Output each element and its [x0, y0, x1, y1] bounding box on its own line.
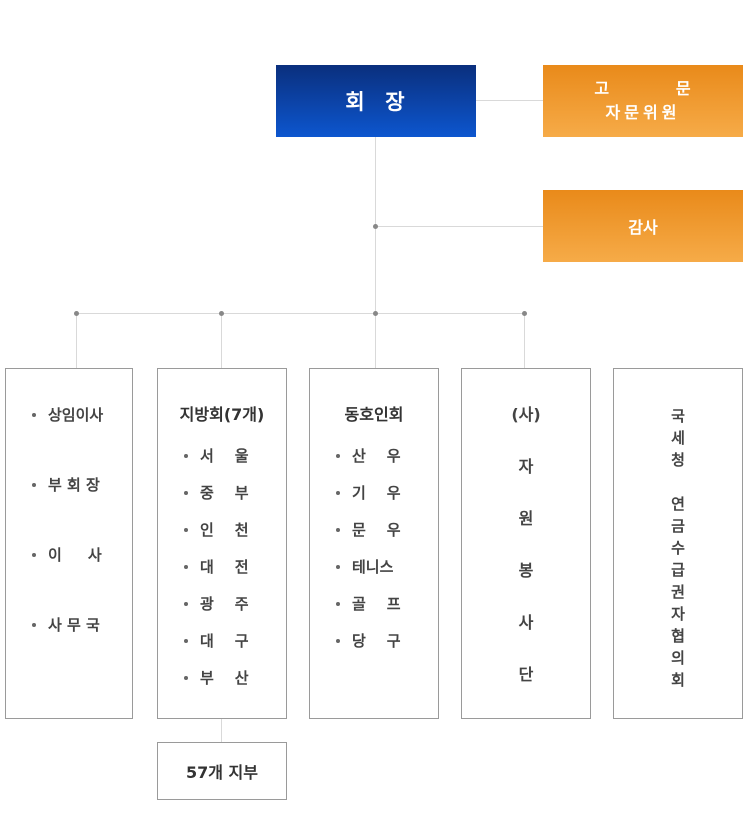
- volunteer-char: 자: [518, 457, 534, 476]
- president-box: 회 장: [276, 65, 476, 137]
- branch-box: 57개 지부: [157, 742, 287, 800]
- clubs-item: 골 프: [336, 594, 438, 614]
- pension-char: 금: [671, 517, 685, 535]
- advisory-label-line2: 자문위원: [605, 103, 681, 122]
- standing-list: 상임이사 부 회 장 이 사 사 무 국: [32, 405, 132, 635]
- clubs-title: 동호인회: [344, 405, 404, 424]
- clubs-item: 산 우: [336, 446, 438, 466]
- clubs-box: 동호인회 산 우 기 우 문 우 테니스 골 프 당 구: [309, 368, 439, 719]
- volunteer-box: (사) 자 원 봉 사 단: [461, 368, 591, 719]
- pension-char: 급: [671, 561, 685, 579]
- volunteer-char: (사): [511, 405, 541, 424]
- regional-box: 지방회(7개) 서 울 중 부 인 천 대 전 광 주 대 구 부 산: [157, 368, 287, 719]
- connector-drop-2: [221, 313, 222, 368]
- clubs-item: 당 구: [336, 631, 438, 651]
- junction-dot-2: [219, 311, 224, 316]
- branch-label: 57개 지부: [186, 763, 258, 782]
- connector-drop-4: [524, 313, 525, 368]
- standing-box: 상임이사 부 회 장 이 사 사 무 국: [5, 368, 133, 719]
- volunteer-char: 사: [518, 613, 534, 632]
- auditor-box: 감사: [543, 190, 743, 262]
- auditor-label: 감사: [628, 218, 658, 237]
- clubs-item: 테니스: [336, 557, 438, 577]
- regional-list: 서 울 중 부 인 천 대 전 광 주 대 구 부 산: [184, 446, 286, 688]
- volunteer-vertical-text: (사) 자 원 봉 사 단: [462, 405, 590, 685]
- regional-item: 인 천: [184, 520, 286, 540]
- connector-drop-1: [76, 313, 77, 368]
- junction-dot-3: [373, 311, 378, 316]
- connector-trunk: [375, 137, 376, 368]
- pension-char: 협: [671, 627, 685, 645]
- connector-branch: [221, 719, 222, 742]
- regional-item: 중 부: [184, 483, 286, 503]
- pension-char: 청: [671, 451, 685, 469]
- clubs-item: 문 우: [336, 520, 438, 540]
- regional-title: 지방회(7개): [179, 405, 265, 424]
- connector-horizontal-bus: [76, 313, 525, 314]
- volunteer-char: 봉: [518, 561, 534, 580]
- junction-dot-4: [522, 311, 527, 316]
- pension-box: 국 세 청 연 금 수 급 권 자 협 의 회: [613, 368, 743, 719]
- clubs-list: 산 우 기 우 문 우 테니스 골 프 당 구: [336, 446, 438, 651]
- regional-item: 대 전: [184, 557, 286, 577]
- pension-char: 의: [671, 649, 685, 667]
- volunteer-char: 단: [518, 665, 534, 684]
- connector-president-advisory: [476, 100, 543, 101]
- president-label: 회 장: [345, 90, 407, 114]
- volunteer-char: 원: [518, 509, 534, 528]
- regional-item: 광 주: [184, 594, 286, 614]
- pension-vertical-text: 국 세 청 연 금 수 급 권 자 협 의 회: [614, 405, 742, 691]
- pension-char: 권: [671, 583, 685, 601]
- standing-item: 이 사: [32, 545, 132, 565]
- pension-char: 회: [671, 671, 685, 689]
- pension-char: 세: [671, 429, 685, 447]
- regional-item: 서 울: [184, 446, 286, 466]
- advisory-box: 고 문 자문위원: [543, 65, 743, 137]
- pension-char: 연: [671, 495, 685, 513]
- pension-char: 자: [671, 605, 685, 623]
- pension-char: 국: [671, 407, 685, 425]
- advisory-label-line1: 고 문: [594, 79, 692, 98]
- standing-item: 부 회 장: [32, 475, 132, 495]
- junction-dot-1: [74, 311, 79, 316]
- standing-item: 상임이사: [32, 405, 132, 425]
- pension-char: 수: [671, 539, 685, 557]
- connector-auditor: [375, 226, 543, 227]
- junction-dot-auditor: [373, 224, 378, 229]
- clubs-item: 기 우: [336, 483, 438, 503]
- regional-item: 부 산: [184, 668, 286, 688]
- standing-item: 사 무 국: [32, 615, 132, 635]
- regional-item: 대 구: [184, 631, 286, 651]
